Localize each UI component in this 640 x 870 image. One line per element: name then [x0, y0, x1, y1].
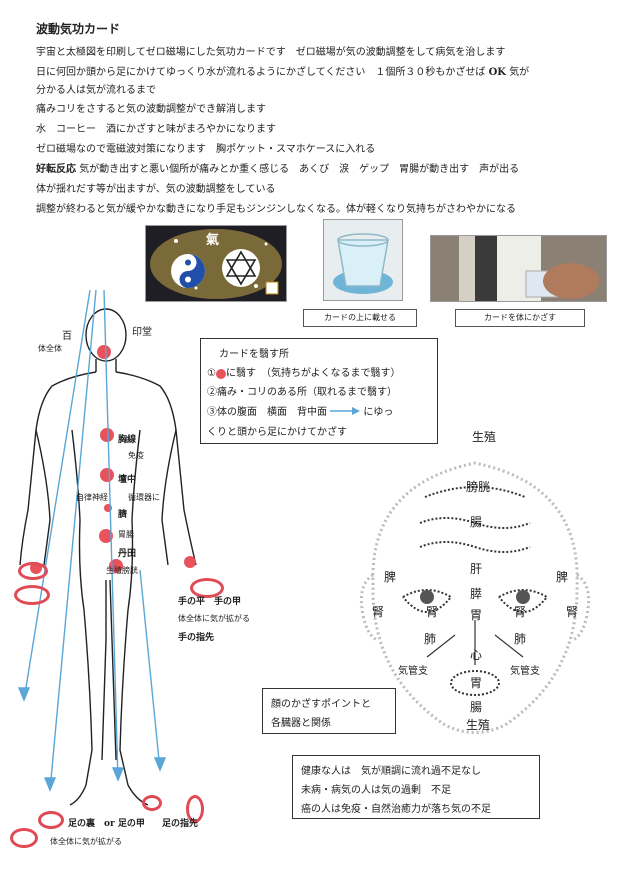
box1-item3: ③体の腹面 横面 背中面 にゆっ — [207, 403, 393, 418]
ring-left-hand-2 — [14, 585, 50, 605]
arrow-right-icon — [330, 407, 361, 415]
face-jin-right-outer: 腎 — [566, 605, 579, 619]
face-kikan-right: 気管支 — [510, 666, 540, 677]
label-zenshin2: 体全体に気が拡がる — [178, 614, 250, 623]
label-jiritsu: 自律神経 — [76, 493, 108, 502]
label-meneki: 免疫 — [128, 451, 144, 460]
box1-item1-prefix: ① — [207, 368, 216, 379]
face-kikan-left: 気管支 — [398, 666, 428, 677]
reaction-label: 好転反応 — [36, 164, 76, 175]
face-jin-right: 腎 — [514, 605, 527, 619]
card-illustration — [150, 229, 282, 299]
face-chou-mouth: 腸 — [470, 700, 483, 714]
face-i: 胃 — [470, 608, 483, 622]
ring-right-hand — [190, 578, 224, 598]
caption-on-card: カードの上に載せる — [303, 309, 417, 327]
face-shin: 心 — [470, 648, 483, 662]
box1-item4: くりと頭から足にかけてかざす — [207, 427, 347, 438]
glass-illustration — [333, 233, 393, 294]
box1-item1-text: に翳す （気持ちがよくなるまで翳す） — [225, 368, 401, 379]
ring-left-foot — [38, 811, 64, 829]
label-zenshin: 体全体 — [38, 344, 62, 353]
text-line-3: 分かる人は気が流れるまで — [36, 85, 156, 96]
label-ichou: 胃腸 — [118, 530, 134, 539]
label-tanden: 丹田 — [118, 549, 137, 559]
face-boukou: 膀胱 — [466, 480, 491, 494]
face-seishoku-top: 生殖 — [472, 430, 497, 444]
health-summary-box: 健康な人は 気が順調に流れ過不足なし 未病・病気の人は気の過剰 不足 癌の人は免… — [292, 755, 540, 819]
text-ok: OK — [488, 67, 506, 78]
label-zenshin3: 体全体に気が拡がる — [50, 837, 122, 846]
text-line-7-main: 気が動き出すと悪い個所が痛みとか重く感じる あくび 涙 ゲップ 胃腸が動き出す … — [79, 164, 520, 175]
box3-line-2: 未病・病気の人は気の過剰 不足 — [301, 785, 451, 796]
page-title: 波動気功カード — [36, 22, 121, 36]
text-line-2-tail: 気が — [509, 67, 530, 78]
red-dot-icon — [215, 368, 226, 379]
box2-line-1: 顔のかざすポイントと — [271, 699, 371, 710]
box1-item3-tail: にゆっ — [363, 407, 394, 418]
glass-photo — [323, 219, 403, 301]
face-hai-right: 肺 — [514, 632, 527, 646]
text-line-5: 水 コーヒー 酒にかざすと味がまろやかになります — [36, 124, 276, 135]
ring-left-foot-2 — [10, 828, 38, 848]
body-photo-illustration — [431, 236, 606, 301]
text-line-8: 体が揺れだす等が出ますが、気の波動調整をしている — [36, 184, 276, 195]
label-danchuu: 壇中 — [118, 475, 137, 485]
face-hai-left: 肺 — [424, 632, 437, 646]
box1-item3-text: ③体の腹面 横面 背中面 — [207, 407, 327, 418]
face-suizou: 膵 — [470, 587, 483, 601]
face-chou-top: 腸 — [470, 515, 483, 529]
flow-arrows — [17, 289, 167, 792]
label-ashi: 足の裏 or 足の甲 — [68, 819, 145, 829]
text-line-9: 調整が終わると気が緩やかな動きになり手足もジンジンしなくなる。体が軽くなり気持ち… — [36, 204, 516, 215]
face-i-mouth: 胃 — [470, 676, 483, 690]
text-line-2-main: 日に何回か頭から足にかけてゆっくり水が流れるようにかざしてください １個所３０秒… — [36, 67, 486, 78]
label-heso: 臍 — [118, 510, 128, 520]
text-line-6: ゼロ磁場なので電磁波対策になります 胸ポケット・スマホケースに入れる — [36, 144, 376, 155]
box3-line-1: 健康な人は 気が順調に流れ過不足なし — [301, 766, 481, 777]
box3-line-3: 癌の人は免疫・自然治癒力が落ち気の不足 — [301, 804, 491, 815]
face-points-box: 顔のかざすポイントと 各臓器と関係 — [262, 688, 396, 734]
ring-right-toe — [186, 795, 204, 823]
ring-left-hand-1 — [18, 562, 48, 580]
label-ashi-yubi: 足の指先 — [162, 819, 199, 829]
face-jin-left-outer: 腎 — [372, 605, 385, 619]
where-to-hold-box: カードを翳す所 ① に翳す （気持ちがよくなるまで翳す） ②痛み・コリのある所（取… — [200, 338, 438, 444]
label-yubisaki: 手の指先 — [178, 633, 215, 643]
face-kan: 肝 — [470, 562, 483, 576]
face-seishoku-bottom: 生殖 — [466, 718, 491, 732]
text-line-7: 好転反応 気が動き出すと悪い個所が痛みとか重く感じる あくび 涙 ゲップ 胃腸が… — [36, 160, 519, 175]
label-junkan: 循環器に — [128, 493, 160, 502]
face-hi-left: 脾 — [384, 570, 397, 584]
ring-right-foot — [142, 795, 162, 811]
label-kyousen: 胸線 — [118, 435, 137, 445]
face-jin-left: 腎 — [426, 605, 439, 619]
text-line-1: 宇宙と太極図を印刷してゼロ磁場にした気功カードです ゼロ磁場が気の波動調整をして… — [36, 47, 506, 58]
box1-item2: ②痛み・コリのある所（取れるまで翳す） — [207, 387, 397, 398]
caption-over-body: カードを体にかざす — [455, 309, 585, 327]
text-line-2: 日に何回か頭から足にかけてゆっくり水が流れるようにかざしてください １個所３０秒… — [36, 63, 529, 78]
label-inndou: 印堂 — [132, 327, 152, 338]
face-diagram — [359, 461, 591, 734]
box1-title: カードを翳す所 — [219, 349, 289, 360]
label-hyakue: 百 — [62, 331, 72, 342]
body-photo — [430, 235, 607, 302]
face-hi-right: 脾 — [556, 570, 569, 584]
card-photo: 氣 — [145, 225, 287, 302]
body-figure — [19, 308, 197, 806]
label-seishoku: 生殖膀胱 — [106, 566, 138, 575]
label-tenohira: 手の平 手の甲 — [178, 597, 242, 607]
text-line-4: 痛みコリをさすると気の波動調整ができ解消します — [36, 104, 266, 115]
card-kanji: 氣 — [206, 233, 220, 248]
box2-line-2: 各臓器と関係 — [271, 718, 331, 729]
box1-item1: ① に翳す （気持ちがよくなるまで翳す） — [207, 364, 400, 379]
